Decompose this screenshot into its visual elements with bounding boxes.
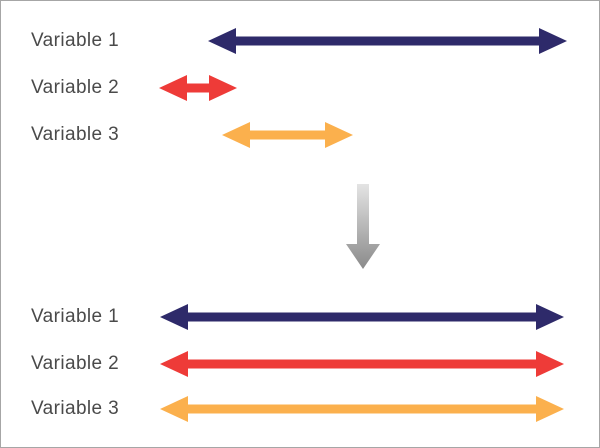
down-arrow-icon — [346, 184, 380, 269]
variable-row: Variable 2 — [1, 75, 599, 101]
arrow-shaft — [186, 359, 538, 369]
range-arrow — [222, 122, 353, 148]
variable-label: Variable 3 — [31, 124, 120, 145]
arrow-shaft — [185, 83, 211, 93]
range-arrow — [159, 75, 237, 101]
arrow-shaft — [248, 130, 327, 140]
arrow-shaft — [234, 36, 541, 46]
variable-row: Variable 2 — [1, 351, 599, 377]
range-arrow — [160, 351, 564, 377]
range-arrow — [208, 28, 567, 54]
variable-label: Variable 1 — [31, 30, 120, 51]
arrow-shaft — [186, 404, 538, 414]
variable-row: Variable 1 — [1, 28, 599, 54]
variable-row: Variable 3 — [1, 122, 599, 148]
variable-label: Variable 2 — [31, 353, 120, 374]
variable-label: Variable 2 — [31, 77, 120, 98]
variable-row: Variable 3 — [1, 396, 599, 422]
variable-label: Variable 3 — [31, 398, 120, 419]
variable-row: Variable 1 — [1, 304, 599, 330]
arrow-shaft — [186, 312, 538, 322]
variable-label: Variable 1 — [31, 306, 120, 327]
range-arrow — [160, 304, 564, 330]
range-arrow — [160, 396, 564, 422]
